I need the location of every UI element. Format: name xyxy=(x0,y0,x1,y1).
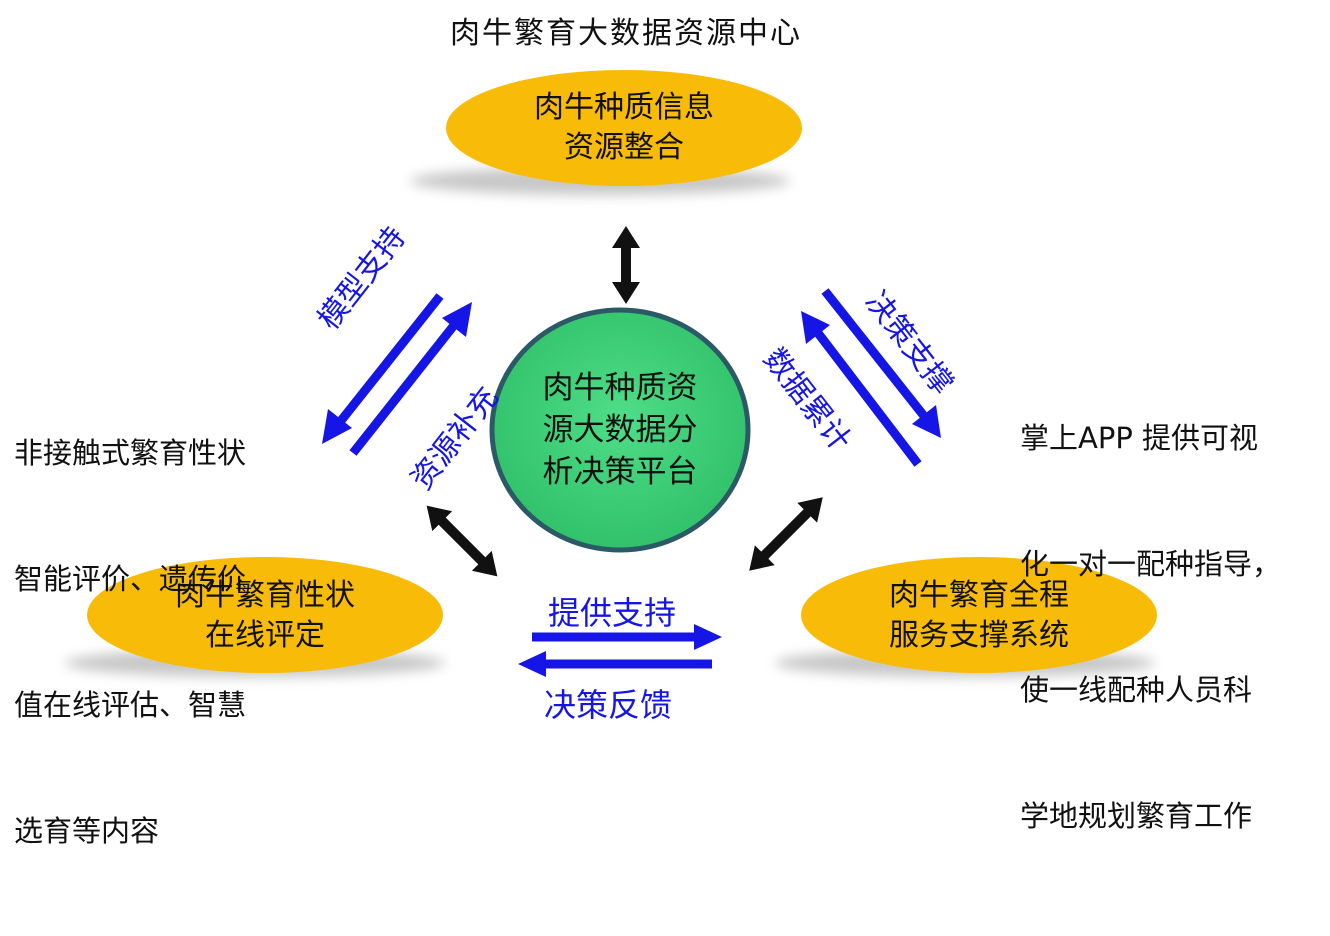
arrow-left-outer xyxy=(322,293,444,444)
bottom-left-ellipse xyxy=(87,557,443,673)
bottom-right-ellipse xyxy=(801,557,1157,673)
side-note-left-line-3: 值在线评估、智慧 xyxy=(14,688,247,722)
node-center-line-3: 析决策平台 xyxy=(542,454,698,490)
node-top-line-1: 肉牛种质信息 xyxy=(534,90,714,125)
connector-top xyxy=(612,226,640,304)
top-ellipse xyxy=(446,70,802,186)
diagram-title: 肉牛繁育大数据资源中心 xyxy=(450,16,802,51)
node-bottom-right-line-2: 服务支撑系统 xyxy=(889,618,1069,653)
side-note-right-line-3: 使一线配种人员科 xyxy=(1020,673,1253,707)
node-bottom-left-label: 肉牛繁育性状 在线评定 xyxy=(87,568,443,664)
arrow-right-inner xyxy=(801,311,922,467)
side-note-right-line-4: 学地规划繁育工作 xyxy=(1020,799,1253,833)
node-bottom-right-line-1: 肉牛繁育全程 xyxy=(889,578,1069,613)
node-bottom-left-line-1: 肉牛繁育性状 xyxy=(175,578,355,613)
node-center-line-2: 源大数据分 xyxy=(542,412,698,448)
arrow-bottom-top xyxy=(532,624,722,650)
connector-bottom-left xyxy=(426,505,498,577)
side-note-left-line-2: 智能评价、遗传价 xyxy=(14,562,247,596)
arrow-bottom-bottom xyxy=(518,651,712,677)
arrow-left-inner xyxy=(349,302,472,456)
side-note-left-line-1: 非接触式繁育性状 xyxy=(14,436,247,470)
node-bottom-left-line-2: 在线评定 xyxy=(205,618,325,653)
node-center-line-1: 肉牛种质资 xyxy=(542,370,698,406)
diagram-canvas: 肉牛繁育大数据资源中心 xyxy=(14,16,1281,848)
side-note-left-line-4: 选育等内容 xyxy=(14,814,160,848)
side-note-right-line-1: 掌上APP 提供可视 xyxy=(1020,421,1259,455)
side-note-left: 非接触式繁育性状 智能评价、遗传价 值在线评估、智慧 选育等内容 xyxy=(14,348,246,936)
connector-bottom-right xyxy=(749,497,823,571)
node-center-label: 肉牛种质资 源大数据分 析决策平台 xyxy=(500,360,740,500)
node-top-label: 肉牛种质信息 资源整合 xyxy=(446,80,802,176)
node-top-line-2: 资源整合 xyxy=(564,130,684,165)
side-note-right-line-2: 化一对一配种指导， xyxy=(1020,547,1282,581)
node-bottom-right-label: 肉牛繁育全程 服务支撑系统 xyxy=(801,568,1157,664)
label-bottom-top: 提供支持 xyxy=(548,594,677,632)
diagram-graphics xyxy=(65,70,1157,677)
arrow-right-outer xyxy=(821,288,941,438)
label-bottom-bottom: 决策反馈 xyxy=(544,686,673,724)
center-circle xyxy=(489,307,751,553)
side-note-right: 掌上APP 提供可视 化一对一配种指导， 使一线配种人员科 学地规划繁育工作 xyxy=(1020,333,1281,921)
